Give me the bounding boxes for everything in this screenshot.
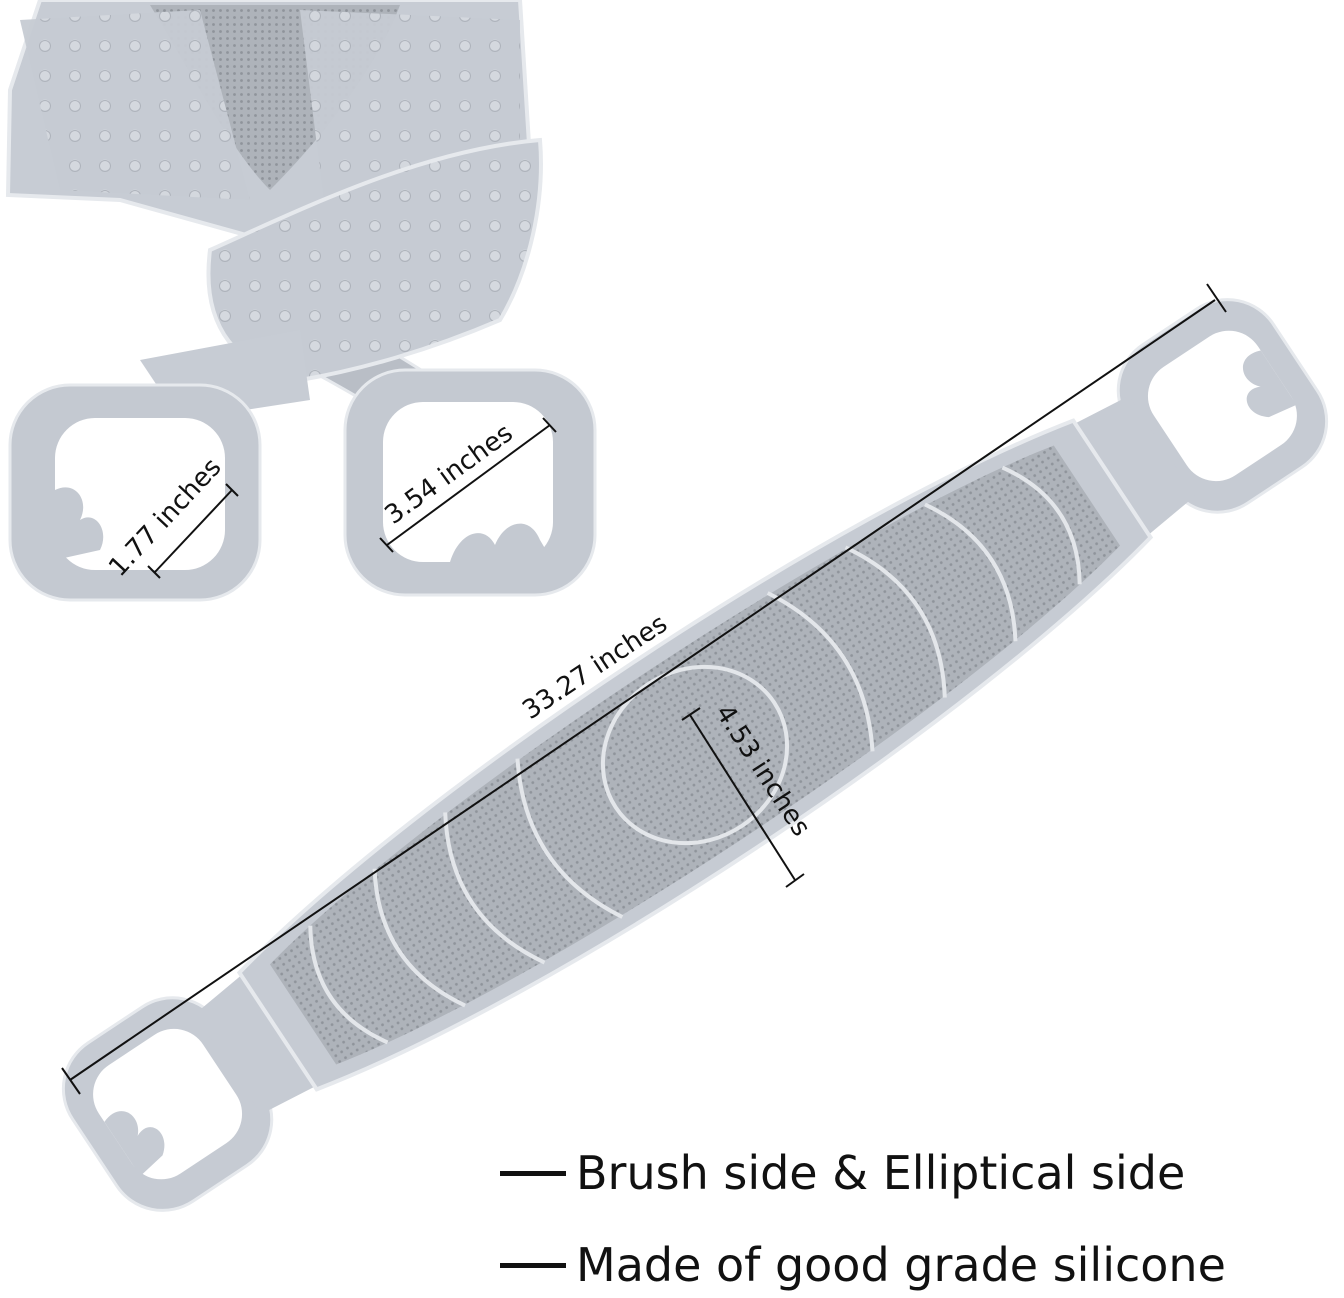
handle-length-dimension-line — [379, 417, 557, 553]
feature-dash-icon — [500, 1170, 566, 1176]
right-handle-icon — [343, 368, 597, 597]
left-handle-icon — [8, 383, 262, 602]
feature-brush-elliptical: Brush side & Elliptical side — [500, 1150, 1185, 1196]
feature-text: Brush side & Elliptical side — [576, 1146, 1186, 1200]
folded-scrubber-icon — [5, 0, 597, 602]
width-dimension-line — [681, 707, 805, 888]
feature-text: Made of good grade silicone — [576, 1238, 1226, 1292]
long-strap-scrubber-icon — [61, 298, 1329, 1212]
feature-dash-icon — [500, 1262, 566, 1268]
length-dimension-line — [61, 283, 1227, 1095]
handle-width-dimension-line — [147, 483, 239, 579]
feature-silicone: Made of good grade silicone — [500, 1242, 1226, 1288]
